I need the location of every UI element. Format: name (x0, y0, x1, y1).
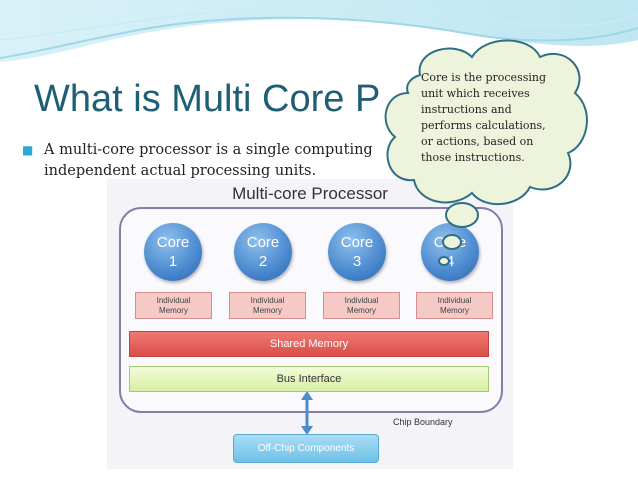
core-3: Core 3 (328, 223, 386, 281)
core-label: Core (340, 234, 374, 251)
off-chip-components-box: Off-Chip Components (233, 434, 379, 463)
callout-line: unit which receives (421, 87, 530, 100)
bidirectional-arrow-icon (301, 391, 313, 435)
diagram-title: Multi-core Processor (232, 184, 388, 203)
core-label: Core (246, 234, 280, 251)
core-label: Core (156, 234, 190, 251)
header-wave-decoration (0, 0, 638, 62)
shared-memory-bar: Shared Memory (129, 331, 489, 357)
thought-cloud-callout (384, 39, 588, 266)
multicore-diagram: Multi-core Processor Core 1 Core 2 Core … (107, 179, 513, 469)
callout-line: or actions, based on (421, 135, 534, 148)
core-2: Core 2 (234, 223, 292, 281)
individual-memory-2: Individual Memory (229, 292, 306, 319)
callout-line: Core is the processing (421, 71, 547, 84)
bullet-line-2: independent actual processing units. (44, 163, 317, 179)
slide-title: What is Multi Core P (34, 78, 381, 120)
chip-boundary-label: Chip Boundary (393, 417, 453, 427)
bullet-line-1: A multi-core processor is a single compu… (44, 142, 373, 158)
core-number: 4 (445, 253, 455, 270)
callout-line: instructions and (421, 103, 512, 116)
bus-interface-bar: Bus Interface (129, 366, 489, 392)
core-number: 2 (258, 253, 268, 270)
core-number: 3 (352, 253, 362, 270)
bullet-square-icon: ■ (22, 143, 34, 157)
callout-line: those instructions. (421, 151, 525, 164)
individual-memory-3: Individual Memory (323, 292, 400, 319)
individual-memory-4: Individual Memory (416, 292, 493, 319)
core-1: Core 1 (144, 223, 202, 281)
individual-memory-1: Individual Memory (135, 292, 212, 319)
core-number: 1 (168, 253, 178, 270)
callout-line: performs calculations, (421, 119, 546, 132)
callout-text: Core is the processing unit which receiv… (421, 70, 571, 166)
